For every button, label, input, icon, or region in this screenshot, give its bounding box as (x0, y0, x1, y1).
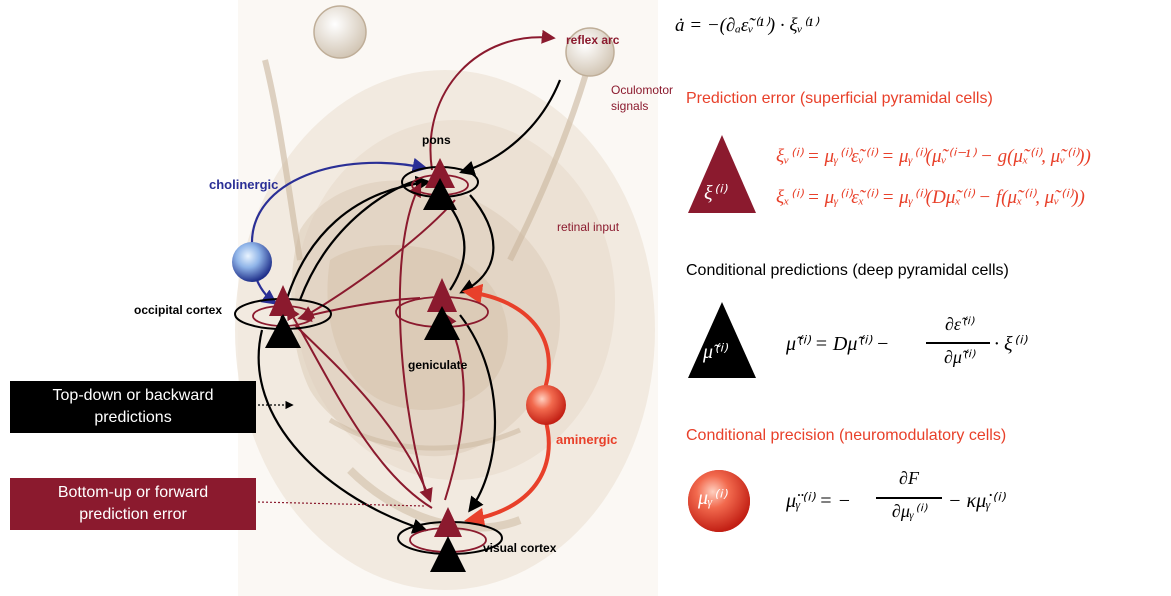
mu-dot-lhs: μ̃̇⁽ⁱ⁾ = Dμ̃⁽ⁱ⁾ − (786, 333, 890, 355)
right-eye-icon (565, 27, 615, 77)
aminergic-ball-icon (526, 385, 566, 425)
prediction-error-triangle-icon (688, 135, 756, 213)
aminergic-label: aminergic (556, 432, 618, 447)
occipital-cortex-label: occipital cortex (134, 303, 223, 317)
mu-dot-fraction-bar (926, 342, 990, 344)
retinal-input-label: retinal input (557, 220, 620, 234)
cholinergic-connection (232, 157, 429, 305)
prediction-triangle-icon (688, 302, 756, 378)
oculomotor-signals-label: Oculomotor signals (611, 83, 674, 113)
mu-dot-numerator: ∂ε̃⁽ⁱ⁾ (944, 314, 974, 334)
geniculate-label: geniculate (408, 358, 468, 372)
conditional-precision-heading: Conditional precision (neuromodulatory c… (686, 427, 1007, 444)
gamma-symbol: μᵧ⁽ⁱ⁾ (698, 487, 727, 509)
node-geniculate (395, 278, 489, 340)
precision-ball-icon (688, 470, 750, 532)
xi-x-equation: ξₓ⁽ⁱ⁾ = μᵧ⁽ⁱ⁾ε̃ₓ⁽ⁱ⁾ = μᵧ⁽ⁱ⁾(Dμ̃ₓ⁽ⁱ⁾ − f(… (776, 187, 1085, 208)
cholinergic-ball-icon (232, 242, 272, 282)
node-visual-cortex (397, 507, 503, 572)
aminergic-connection (462, 283, 566, 528)
top-down-legend: Top-down or backward predictions (10, 381, 256, 433)
gamma-lhs: μ̈ᵧ⁽ⁱ⁾ = − (786, 490, 852, 512)
node-pons (401, 158, 479, 210)
gamma-rhs: − κμ̇ᵧ⁽ⁱ⁾ (948, 490, 1005, 512)
mu-dot-denominator: ∂μ̃⁽ⁱ⁾ (944, 347, 974, 367)
mu-symbol: μ̃⁽ⁱ⁾ (703, 341, 727, 363)
mu-dot-rhs: · ξ⁽ⁱ⁾ (994, 333, 1026, 355)
conditional-predictions-heading: Conditional predictions (deep pyramidal … (686, 262, 1009, 279)
neural-circuit-diagram (232, 0, 658, 596)
cholinergic-label: cholinergic (209, 177, 279, 192)
gamma-numerator: ∂F (899, 468, 919, 488)
xi-v-equation: ξᵥ⁽ⁱ⁾ = μᵧ⁽ⁱ⁾ε̃ᵥ⁽ⁱ⁾ = μᵧ⁽ⁱ⁾(μ̃ᵥ⁽ⁱ⁻¹⁾ − g… (776, 146, 1091, 167)
node-occipital (234, 285, 332, 348)
gamma-fraction-bar (876, 497, 942, 499)
reflex-arc-label: reflex arc (566, 33, 620, 47)
prediction-error-heading: Prediction error (superficial pyramidal … (686, 90, 993, 107)
action-equation: ȧ = −(∂ₐε̃ᵥ⁽¹⁾) · ξᵥ⁽¹⁾ (675, 15, 818, 36)
pons-label: pons (422, 133, 451, 147)
visual-cortex-label: visual cortex (483, 541, 557, 555)
gamma-denominator: ∂μᵧ⁽ⁱ⁾ (891, 501, 927, 521)
xi-symbol: ξ⁽ⁱ⁾ (704, 182, 726, 204)
bottom-up-legend: Bottom-up or forward prediction error (10, 478, 256, 530)
left-eye-icon (313, 5, 367, 59)
